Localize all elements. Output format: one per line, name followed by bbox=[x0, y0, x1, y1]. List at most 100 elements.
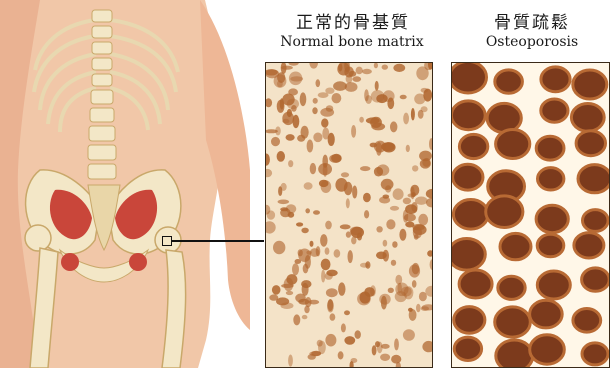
bone-pore bbox=[334, 249, 341, 257]
bone-pore bbox=[351, 237, 356, 245]
bone-pore bbox=[301, 228, 308, 234]
bone-pore bbox=[341, 323, 346, 332]
bone-pore bbox=[394, 338, 399, 350]
bone-pore bbox=[383, 195, 390, 199]
bone-pore bbox=[419, 292, 427, 301]
bone-pore bbox=[301, 280, 311, 288]
bone-pore bbox=[319, 180, 329, 187]
bone-pore bbox=[408, 308, 413, 312]
bone-pore bbox=[325, 272, 333, 279]
bone-pore bbox=[302, 315, 308, 319]
bone-pore bbox=[325, 247, 330, 254]
bone-pore bbox=[392, 241, 397, 248]
bone-pore bbox=[356, 67, 363, 75]
bone-pore bbox=[321, 259, 331, 271]
bone-pore bbox=[426, 189, 433, 199]
bone-pore bbox=[295, 259, 302, 264]
bone-pore bbox=[305, 208, 310, 213]
bone-pore bbox=[405, 222, 414, 228]
bone-pore bbox=[364, 89, 369, 101]
bone-cavity bbox=[536, 136, 564, 160]
bone-pore bbox=[364, 210, 369, 218]
bone-pore bbox=[330, 313, 336, 320]
bone-pore bbox=[374, 167, 383, 177]
bone-pore bbox=[290, 76, 303, 81]
bone-pore bbox=[273, 241, 285, 255]
bone-pore bbox=[278, 186, 282, 196]
bone-cavity bbox=[453, 200, 488, 230]
bone-pore bbox=[371, 123, 385, 131]
bone-pore bbox=[393, 64, 405, 72]
bone-cavity bbox=[536, 205, 568, 232]
bone-pore bbox=[286, 291, 293, 295]
bone-pore bbox=[338, 351, 344, 359]
bone-pore bbox=[318, 341, 326, 354]
bone-pore bbox=[412, 165, 418, 171]
bone-pore bbox=[328, 133, 335, 146]
bone-cavity bbox=[495, 307, 531, 337]
osteoporosis-texture bbox=[452, 63, 610, 368]
bone-cavity bbox=[537, 271, 570, 299]
bone-pore bbox=[293, 115, 300, 128]
bone-pore bbox=[338, 63, 342, 71]
bone-pore bbox=[309, 63, 318, 69]
bone-pore bbox=[352, 186, 357, 199]
bone-pore bbox=[278, 200, 290, 205]
bone-cavity bbox=[530, 300, 563, 328]
spine bbox=[88, 10, 116, 179]
bone-cavity bbox=[452, 63, 487, 93]
bone-pore bbox=[304, 306, 309, 314]
bone-pore bbox=[418, 214, 428, 226]
bone-pore bbox=[320, 234, 327, 247]
bone-pore bbox=[351, 125, 356, 138]
bone-cavity bbox=[459, 270, 492, 298]
bone-pore bbox=[353, 76, 362, 82]
bone-pore bbox=[403, 113, 409, 125]
bone-cavity bbox=[582, 268, 610, 291]
bone-pore bbox=[408, 193, 416, 197]
bone-cavity bbox=[571, 104, 604, 132]
bone-pore bbox=[355, 330, 361, 339]
bone-pore bbox=[398, 283, 402, 293]
bone-pore bbox=[313, 210, 320, 215]
normal-bone-label-zh: 正常的骨基質 bbox=[268, 8, 438, 33]
bone-pore bbox=[326, 288, 338, 297]
bone-pore bbox=[359, 117, 364, 123]
bone-pore bbox=[313, 133, 322, 143]
normal-bone-texture bbox=[266, 63, 433, 368]
bone-pore bbox=[391, 355, 401, 364]
bone-pore bbox=[306, 251, 311, 255]
bone-pore bbox=[371, 90, 385, 103]
osteoporosis-label-zh: 骨質疏鬆 bbox=[462, 8, 602, 33]
bone-pore bbox=[403, 198, 411, 205]
bone-pore bbox=[351, 227, 364, 238]
bone-cavity bbox=[582, 343, 608, 365]
bone-pore bbox=[280, 208, 291, 217]
bone-pore bbox=[288, 160, 293, 167]
bone-pore bbox=[360, 166, 370, 171]
bone-pore bbox=[423, 89, 432, 102]
bone-pore bbox=[403, 329, 415, 341]
bone-pore bbox=[318, 92, 329, 98]
bone-pore bbox=[288, 355, 293, 367]
osteoporosis-label-en: Osteoporosis bbox=[462, 34, 602, 50]
bone-pore bbox=[318, 163, 332, 175]
bone-cavity bbox=[530, 335, 565, 364]
bone-pore bbox=[308, 354, 316, 360]
bone-pore bbox=[383, 240, 388, 247]
bone-pore bbox=[266, 154, 270, 166]
bone-pore bbox=[390, 206, 399, 211]
bone-pore bbox=[338, 282, 345, 295]
bone-pore bbox=[385, 185, 391, 192]
bone-cavity bbox=[454, 337, 481, 360]
bone-pore bbox=[274, 74, 287, 88]
bone-pore bbox=[381, 296, 387, 310]
bone-pore bbox=[320, 108, 334, 117]
bone-pore bbox=[284, 278, 294, 292]
bone-pore bbox=[297, 135, 305, 142]
bone-cavity bbox=[578, 165, 610, 193]
normal-bone-matrix-image bbox=[265, 62, 433, 368]
bone-pore bbox=[421, 106, 428, 112]
bone-pore bbox=[286, 134, 295, 141]
bone-pore bbox=[287, 109, 292, 117]
